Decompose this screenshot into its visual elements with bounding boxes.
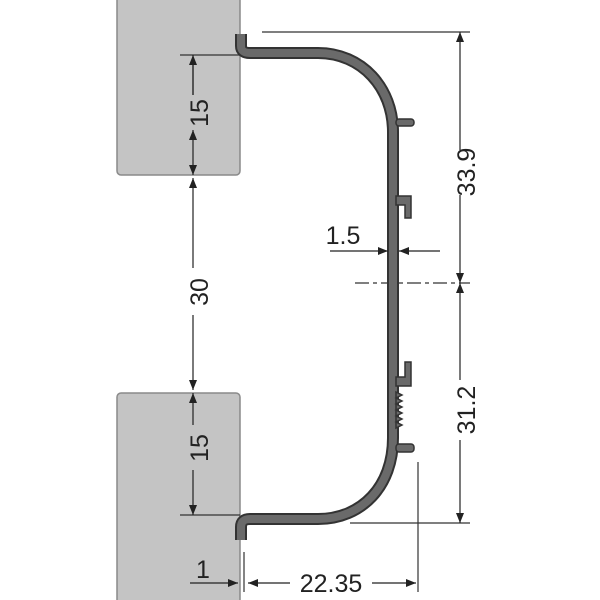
bottom-panel <box>116 392 241 600</box>
dim-depth: 22.35 <box>300 570 363 598</box>
dim-upper-height: 33.9 <box>453 148 481 197</box>
dimension-lines <box>189 32 464 587</box>
dim-gap: 30 <box>186 278 214 306</box>
aluminium-profile <box>235 34 415 540</box>
top-panel <box>116 0 241 176</box>
dim-wall-thickness: 1.5 <box>326 222 361 250</box>
dim-lower-height: 31.2 <box>453 386 481 435</box>
dim-lip-thickness: 1 <box>196 556 210 584</box>
dim-bottom-overlap: 15 <box>186 434 214 462</box>
dim-top-overlap: 15 <box>186 99 214 127</box>
